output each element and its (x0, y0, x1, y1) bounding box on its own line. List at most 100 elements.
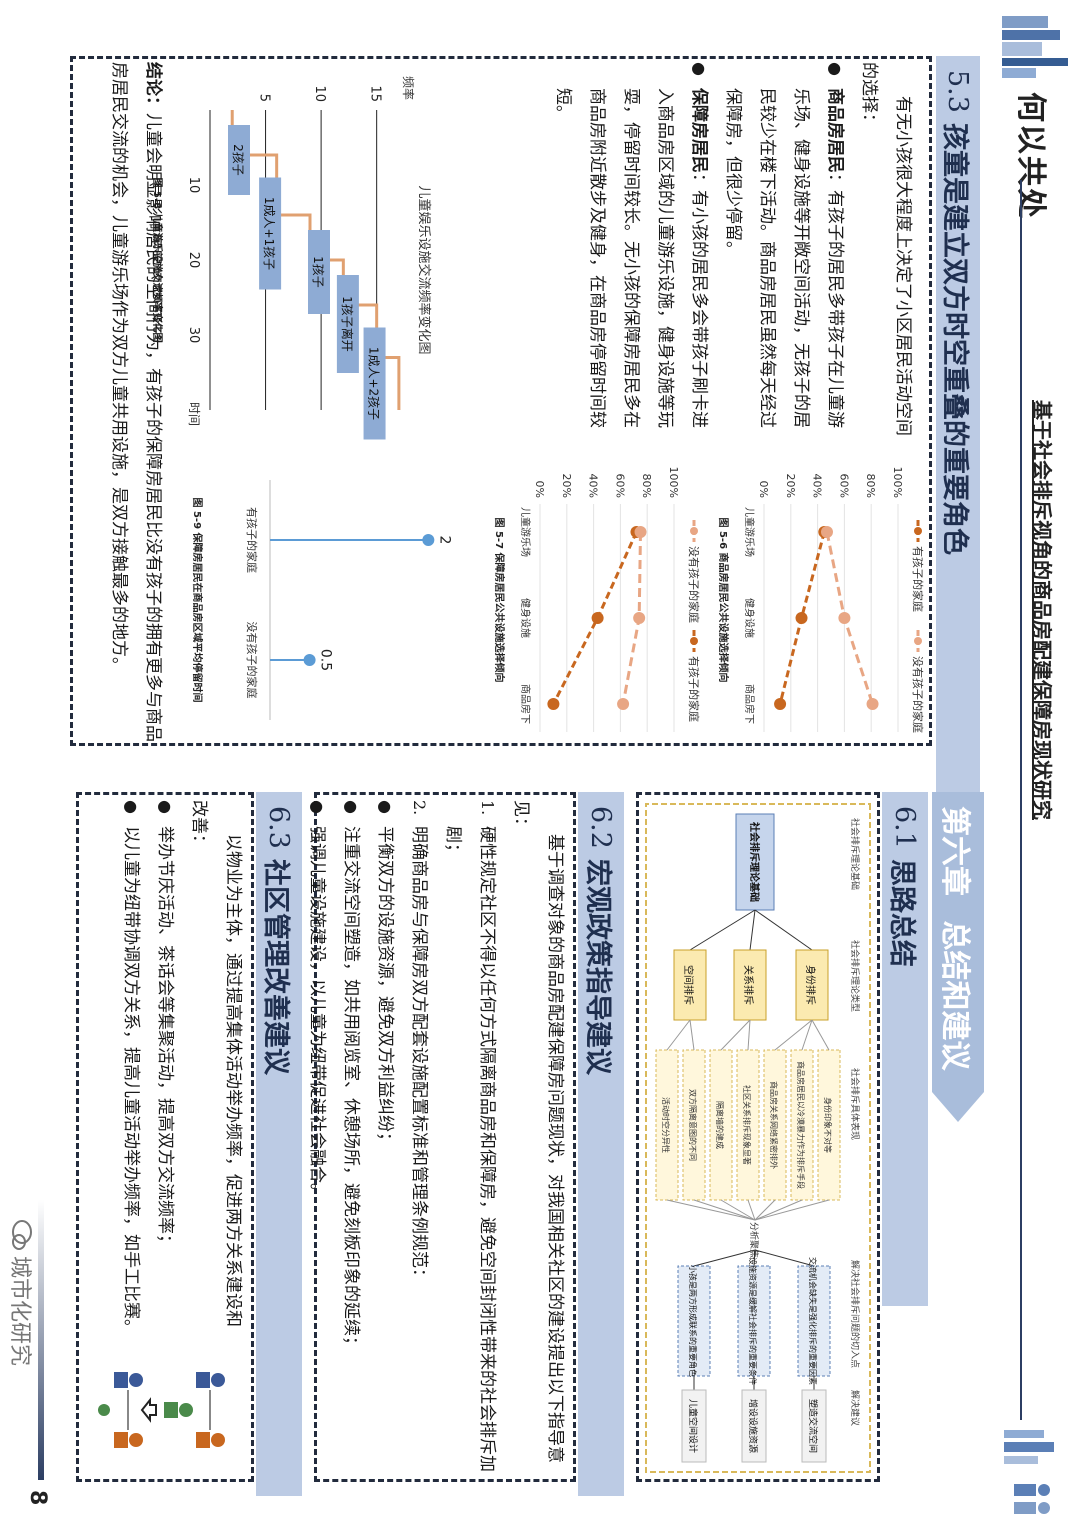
diagram-frame (645, 803, 871, 1473)
sec53-bullet-commercial: ● 商品房居民：有孩子的居民多带孩子在儿童游乐场、健身设施等开敞空间活动，无孩子… (716, 62, 852, 442)
chart-5-6-svg: 0%20%40%60%80%100%儿童游乐场健身设施商品房下有孩子的家庭没有孩… (743, 467, 925, 733)
y-tick-label: 40% (587, 474, 600, 498)
sec53-bullet-affordable: ● 保障房居民：有小孩的居民多会带孩子刷卡进入商品房区域的儿童游乐设施，健身设施… (546, 62, 716, 442)
chapter-title-wrap: 第六章 总结和建议 (936, 806, 980, 1070)
x-tick-label: 10 (186, 177, 201, 194)
people-relation-icon (98, 1372, 225, 1448)
figure-5-6-caption: 图 5-6 商品房居民公共设施选择倾向 (717, 517, 728, 683)
data-point (820, 526, 833, 538)
social-exclusion-diagram-svg: 社会排斥理论基础社会排斥理论类型社会排斥具体表现解决社会排斥问题的切入点解决建议… (645, 803, 871, 1473)
y-tick-label: 20% (560, 474, 573, 498)
suggestion-box (681, 1389, 707, 1463)
sec63-bullet-2: ● 以儿童为纽带协调双方关系，提高儿童活动举办频率，如手工比赛。 (114, 800, 148, 1340)
column-header: 解决建议 (849, 1390, 861, 1426)
manifest-label: 隔离墙的建成 (715, 1101, 725, 1149)
sec62-text-block: 基于调查对象的商品房配建保障房问题现状，对我国相关社区的建设提出以下指导意见： … (300, 800, 572, 1476)
header-right-art (994, 1420, 1074, 1520)
x-tick-label: 30 (186, 327, 201, 344)
manifest-label: 商品房居民以冷漠暴力作为排斥手段 (796, 1061, 806, 1189)
sec63-bullet-1: ● 举办节庆活动、茶话会等集聚活动，提高双方交流频率； (148, 800, 182, 1340)
sec62-bullet-1: ● 平衡双方的设施资源，避免双方利益纠纷； (368, 800, 402, 1476)
chapter-number: 第六章 (937, 806, 972, 896)
annotation-label: 1孩子 (311, 256, 325, 288)
section-5-3-header: 5.3 孩童是建立双方时空重叠的重要角色 (936, 56, 980, 798)
connector-line (666, 1019, 691, 1051)
y-tick-label: 80% (640, 474, 653, 498)
column-header: 社会排斥具体表现 (849, 1068, 861, 1140)
bullet-text: 举办节庆活动、茶话会等集聚活动，提高双方交流频率； (155, 826, 175, 1251)
x-tick-label: 商品房下 (743, 684, 756, 724)
bullet-icon: ● (690, 62, 709, 76)
item-number: 2. (410, 800, 429, 816)
connector-line (693, 1249, 756, 1267)
sec62-bullet-3: ● 强调儿童设施建设，以儿童为纽带促进社会融合。 (300, 800, 334, 1476)
connector-line (774, 1019, 813, 1051)
bullet-icon: ● (376, 800, 395, 814)
annotation-label: 1孩子离开 (340, 296, 355, 352)
section-6-1-header: 6.1 思路总结 (882, 792, 928, 1306)
connector-line (801, 1019, 813, 1051)
bullet-text: 注重交流空间塑造，如共用阅览室、休憩场所，避免刻板印象的延续； (341, 826, 361, 1353)
manifest-label: 商品房关系网络紧密排外 (769, 1081, 779, 1169)
x-tick-label: 没有孩子的家庭 (245, 622, 259, 699)
watermark: 城市化研究 (4, 1220, 40, 1480)
item-text: 硬性规定社区不得以任何方式隔离商品房和保障房，避免空间封闭性带来的社会排斥加剧； (443, 826, 497, 1472)
figure-5-9-caption: 图 5-9 保障房居民在商品房区域平均停留时间 (191, 497, 202, 703)
building-logo-icon (1002, 16, 1068, 78)
legend-marker (690, 527, 698, 535)
people-city-icon (1004, 1430, 1054, 1514)
legend-label: 没有孩子的家庭 (687, 546, 701, 623)
lollipop-head (303, 654, 316, 666)
x-tick-label: 20 (186, 252, 201, 269)
column-header: 社会排斥理论基础 (849, 818, 861, 890)
data-label: 2 (436, 536, 452, 545)
y-tick-label: 60% (837, 474, 850, 498)
sec62-bullet-2: ● 注重交流空间塑造，如共用阅览室、休憩场所，避免刻板印象的延续； (334, 800, 368, 1476)
bullet-text: 以儿童为纽带协调双方关系，提高儿童活动举办频率，如手工比赛。 (121, 826, 141, 1336)
connector-line (720, 1019, 751, 1051)
y-tick-label: 5 (257, 94, 272, 102)
connector-line (753, 1249, 756, 1267)
data-point (617, 698, 630, 710)
x-tick-label: 儿童游乐场 (743, 507, 756, 557)
header-rule (1020, 180, 1022, 1420)
data-point (547, 698, 560, 710)
column-header: 社会排斥理论类型 (849, 940, 861, 1012)
suggestion-label: 增设设施资源 (747, 1399, 759, 1453)
data-point (795, 612, 808, 624)
annotation-label: 1成人+2孩子 (367, 347, 381, 420)
section-title: 孩童是建立双方时空重叠的重要角色 (939, 122, 971, 555)
x-tick-label: 健身设施 (743, 598, 756, 638)
connector-line (749, 909, 756, 951)
connector-line (747, 1019, 751, 1051)
chart-title: 儿童娱乐设施交流频率变化图 (416, 185, 432, 354)
figure-5-6: 0%20%40%60%80%100%儿童游乐场健身设施商品房下有孩子的家庭没有孩… (712, 460, 932, 740)
sec63-intro: 以物业为主体，通过提高集体活动举办频率，促进两方关系建设和改善： (189, 800, 243, 1327)
figure-5-7: 0%20%40%60%80%100%儿童游乐场健身设施商品房下没有孩子的家庭有孩… (488, 460, 708, 740)
point-label: 交流机会缺失是强化排斥的重要因素 (808, 1257, 818, 1385)
logo-text: 何以共处 (1013, 92, 1048, 220)
annotation-label: 1成人+1孩子 (262, 197, 276, 270)
connector-line (754, 1199, 803, 1221)
annotation-box (228, 125, 250, 195)
section-title: 宏观政策指导建议 (582, 858, 614, 1075)
type-label: 身份排斥 (804, 965, 817, 1005)
manifest-label: 活动时空分异性 (661, 1097, 671, 1153)
x-tick-label: 健身设施 (519, 598, 532, 638)
bullet-icon: ● (342, 800, 361, 814)
suggestion-label: 儿童空间设计 (687, 1399, 699, 1453)
sec63-text-block: 以物业为主体，通过提高集体活动举办频率，促进两方关系建设和改善： ● 举办节庆活… (114, 800, 250, 1340)
x-tick-label: 有孩子的家庭 (245, 507, 259, 573)
type-label: 空间排斥 (682, 965, 695, 1005)
connector-line (754, 1249, 815, 1267)
y-tick-label: 100% (891, 467, 904, 498)
connector-line (747, 1199, 756, 1221)
page-number: 8 (25, 1490, 50, 1506)
data-point (774, 698, 787, 710)
legend-marker (914, 527, 922, 535)
data-point (633, 612, 646, 624)
sec53-intro: 有无小孩很大程度上决定了小区居民活动空间的选择： (859, 62, 913, 436)
type-label: 关系排斥 (742, 965, 755, 1005)
